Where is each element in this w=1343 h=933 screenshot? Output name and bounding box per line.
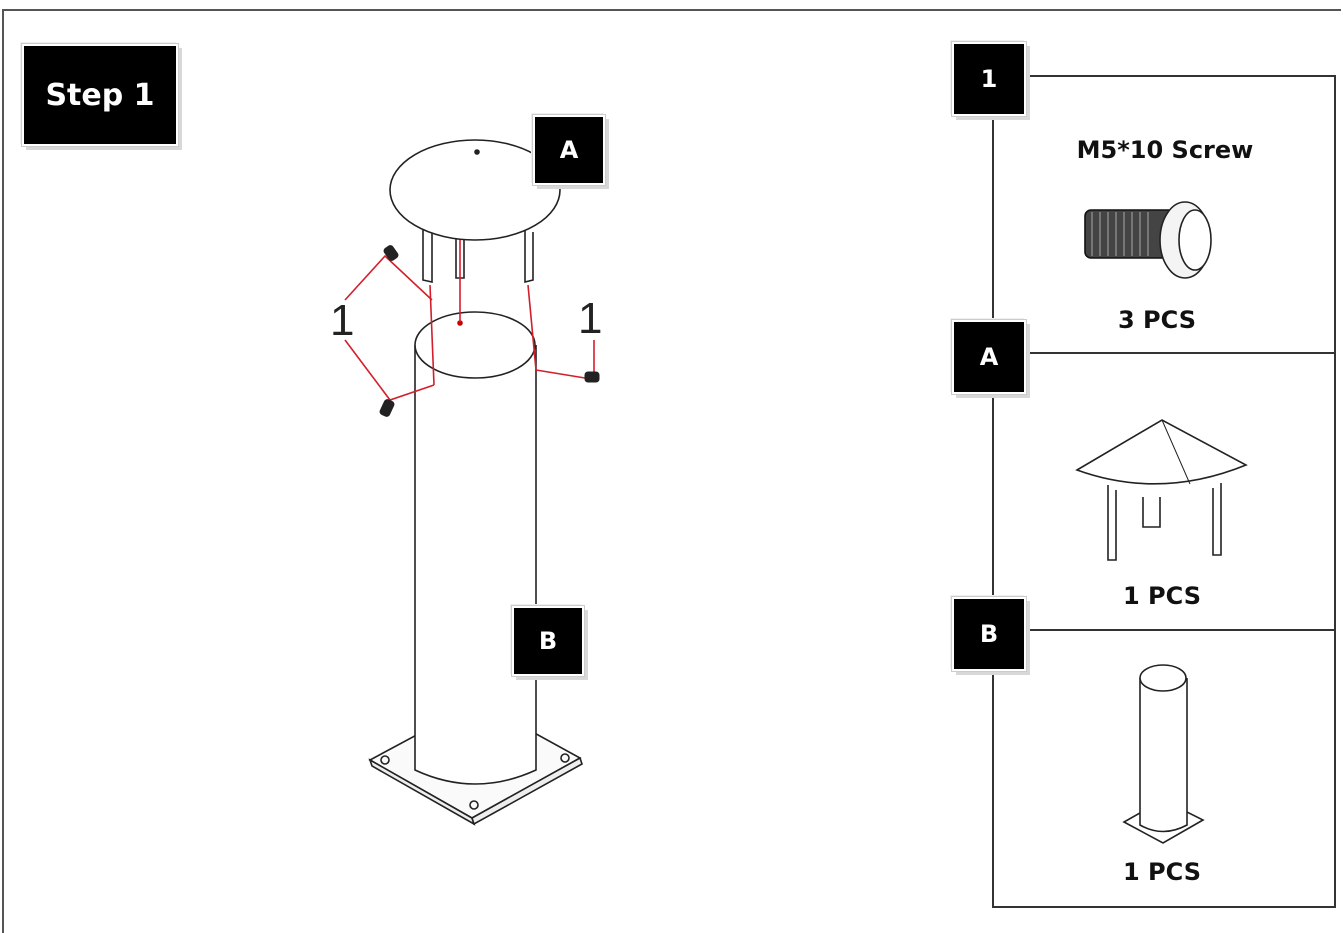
cap-tab xyxy=(422,230,433,283)
page-frame xyxy=(2,9,1341,933)
part-b-qty: 1 PCS xyxy=(1123,858,1201,886)
callout-screw-right: 1 xyxy=(578,294,603,343)
callout-screw-left: 1 xyxy=(330,296,355,345)
part-1-screw-drawing xyxy=(1084,201,1212,279)
screw-icon xyxy=(379,399,395,417)
base-hole xyxy=(380,755,390,765)
part-1-qty: 3 PCS xyxy=(1118,306,1196,334)
post-top xyxy=(414,311,536,379)
post-body xyxy=(414,345,537,785)
part-1-tag: 1 xyxy=(951,41,1027,117)
screw-icon xyxy=(383,245,399,261)
cap-disc xyxy=(389,139,561,241)
callout-post-tag: B xyxy=(511,605,585,677)
post-drawing xyxy=(368,139,583,826)
base-hole xyxy=(560,753,570,763)
panel-left-border xyxy=(992,100,994,908)
part-a-cap-drawing xyxy=(1075,419,1248,561)
leader-lines xyxy=(344,240,595,401)
panel-right-border xyxy=(1334,75,1336,908)
panel-divider xyxy=(1030,352,1336,354)
cap-tab xyxy=(524,230,534,284)
screws xyxy=(379,245,600,417)
panel-bottom-border xyxy=(992,906,1336,908)
callout-cap-tag: A xyxy=(532,114,606,186)
parts-drawings xyxy=(1075,201,1248,844)
part-b-tag: B xyxy=(951,596,1027,672)
base-hole xyxy=(469,800,479,810)
screw-icon xyxy=(584,371,600,383)
part-1-name: M5*10 Screw xyxy=(1076,136,1254,164)
part-b-post-drawing xyxy=(1122,664,1205,844)
part-a-tag: A xyxy=(951,319,1027,395)
panel-divider xyxy=(1030,629,1336,631)
panel-divider xyxy=(1030,75,1336,77)
part-a-qty: 1 PCS xyxy=(1123,582,1201,610)
step-label: Step 1 xyxy=(21,43,179,147)
